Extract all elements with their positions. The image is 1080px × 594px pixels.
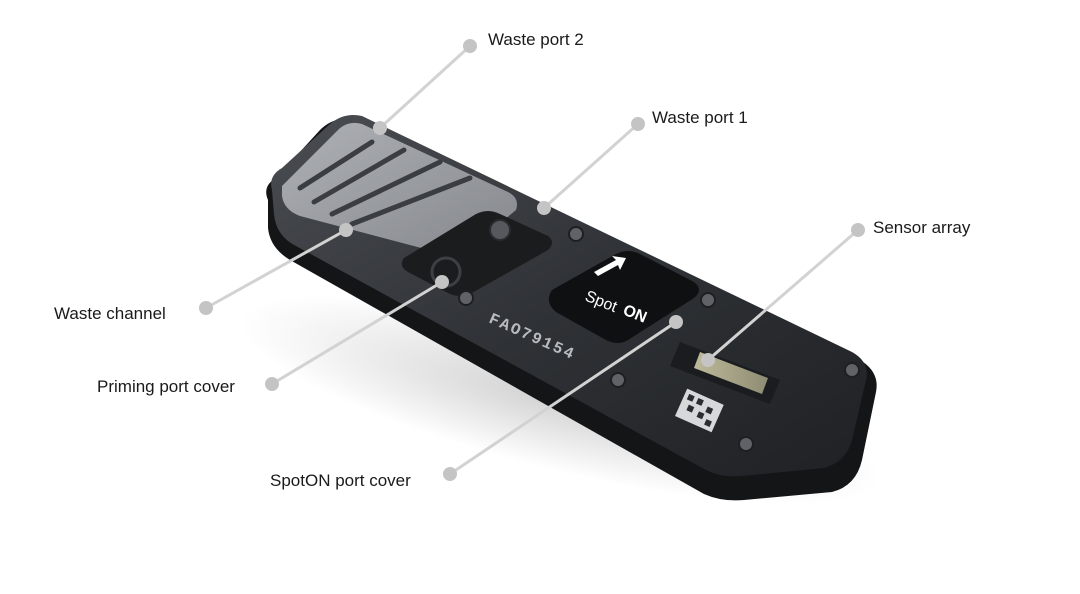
data-matrix-code: [675, 388, 724, 433]
screw-icon: [738, 436, 754, 452]
callout-dot: [199, 301, 213, 315]
spoton-port-cover: Spot ON: [548, 251, 699, 343]
priming-port-screw: [489, 219, 511, 241]
callout-line-sensor-array: [706, 228, 860, 362]
callout-dot: [265, 377, 279, 391]
waste-channel-grooves: [297, 139, 473, 227]
screw-icon: [568, 226, 584, 242]
screw-icon: [844, 362, 860, 378]
callout-label-priming-port-cover: Priming port cover: [97, 377, 235, 396]
callout-dot: [443, 467, 457, 481]
callout-dot: [373, 121, 387, 135]
callout-dot: [701, 353, 715, 367]
screw-icon: [610, 372, 626, 388]
spoton-arrow-icon: [594, 256, 626, 276]
callout-dot: [537, 201, 551, 215]
callout-label-waste-port-1: Waste port 1: [652, 108, 748, 127]
callout-label-waste-channel: Waste channel: [54, 304, 166, 323]
callout-line-spoton-port-cover: [448, 320, 678, 476]
callout-label-sensor-array: Sensor array: [873, 218, 971, 237]
callout-line-waste-port-2: [378, 44, 472, 130]
screws: [458, 226, 860, 452]
callout-dot: [463, 39, 477, 53]
callout-line-priming-port-cover: [270, 280, 444, 386]
callout-line-waste-port-1: [542, 122, 640, 210]
callout-dots: [199, 39, 865, 481]
callout-dot: [669, 315, 683, 329]
waste-channel: [282, 122, 517, 256]
callout-lines: [204, 44, 860, 476]
callout-dot: [435, 275, 449, 289]
callout-line-waste-channel: [204, 228, 348, 310]
callout-label-waste-port-2: Waste port 2: [488, 30, 584, 49]
callout-dot: [339, 223, 353, 237]
callout-dot: [851, 223, 865, 237]
screw-icon: [700, 292, 716, 308]
screw-icon: [458, 290, 474, 306]
callout-dot: [631, 117, 645, 131]
callout-label-spoton-port-cover: SpotON port cover: [270, 471, 411, 490]
